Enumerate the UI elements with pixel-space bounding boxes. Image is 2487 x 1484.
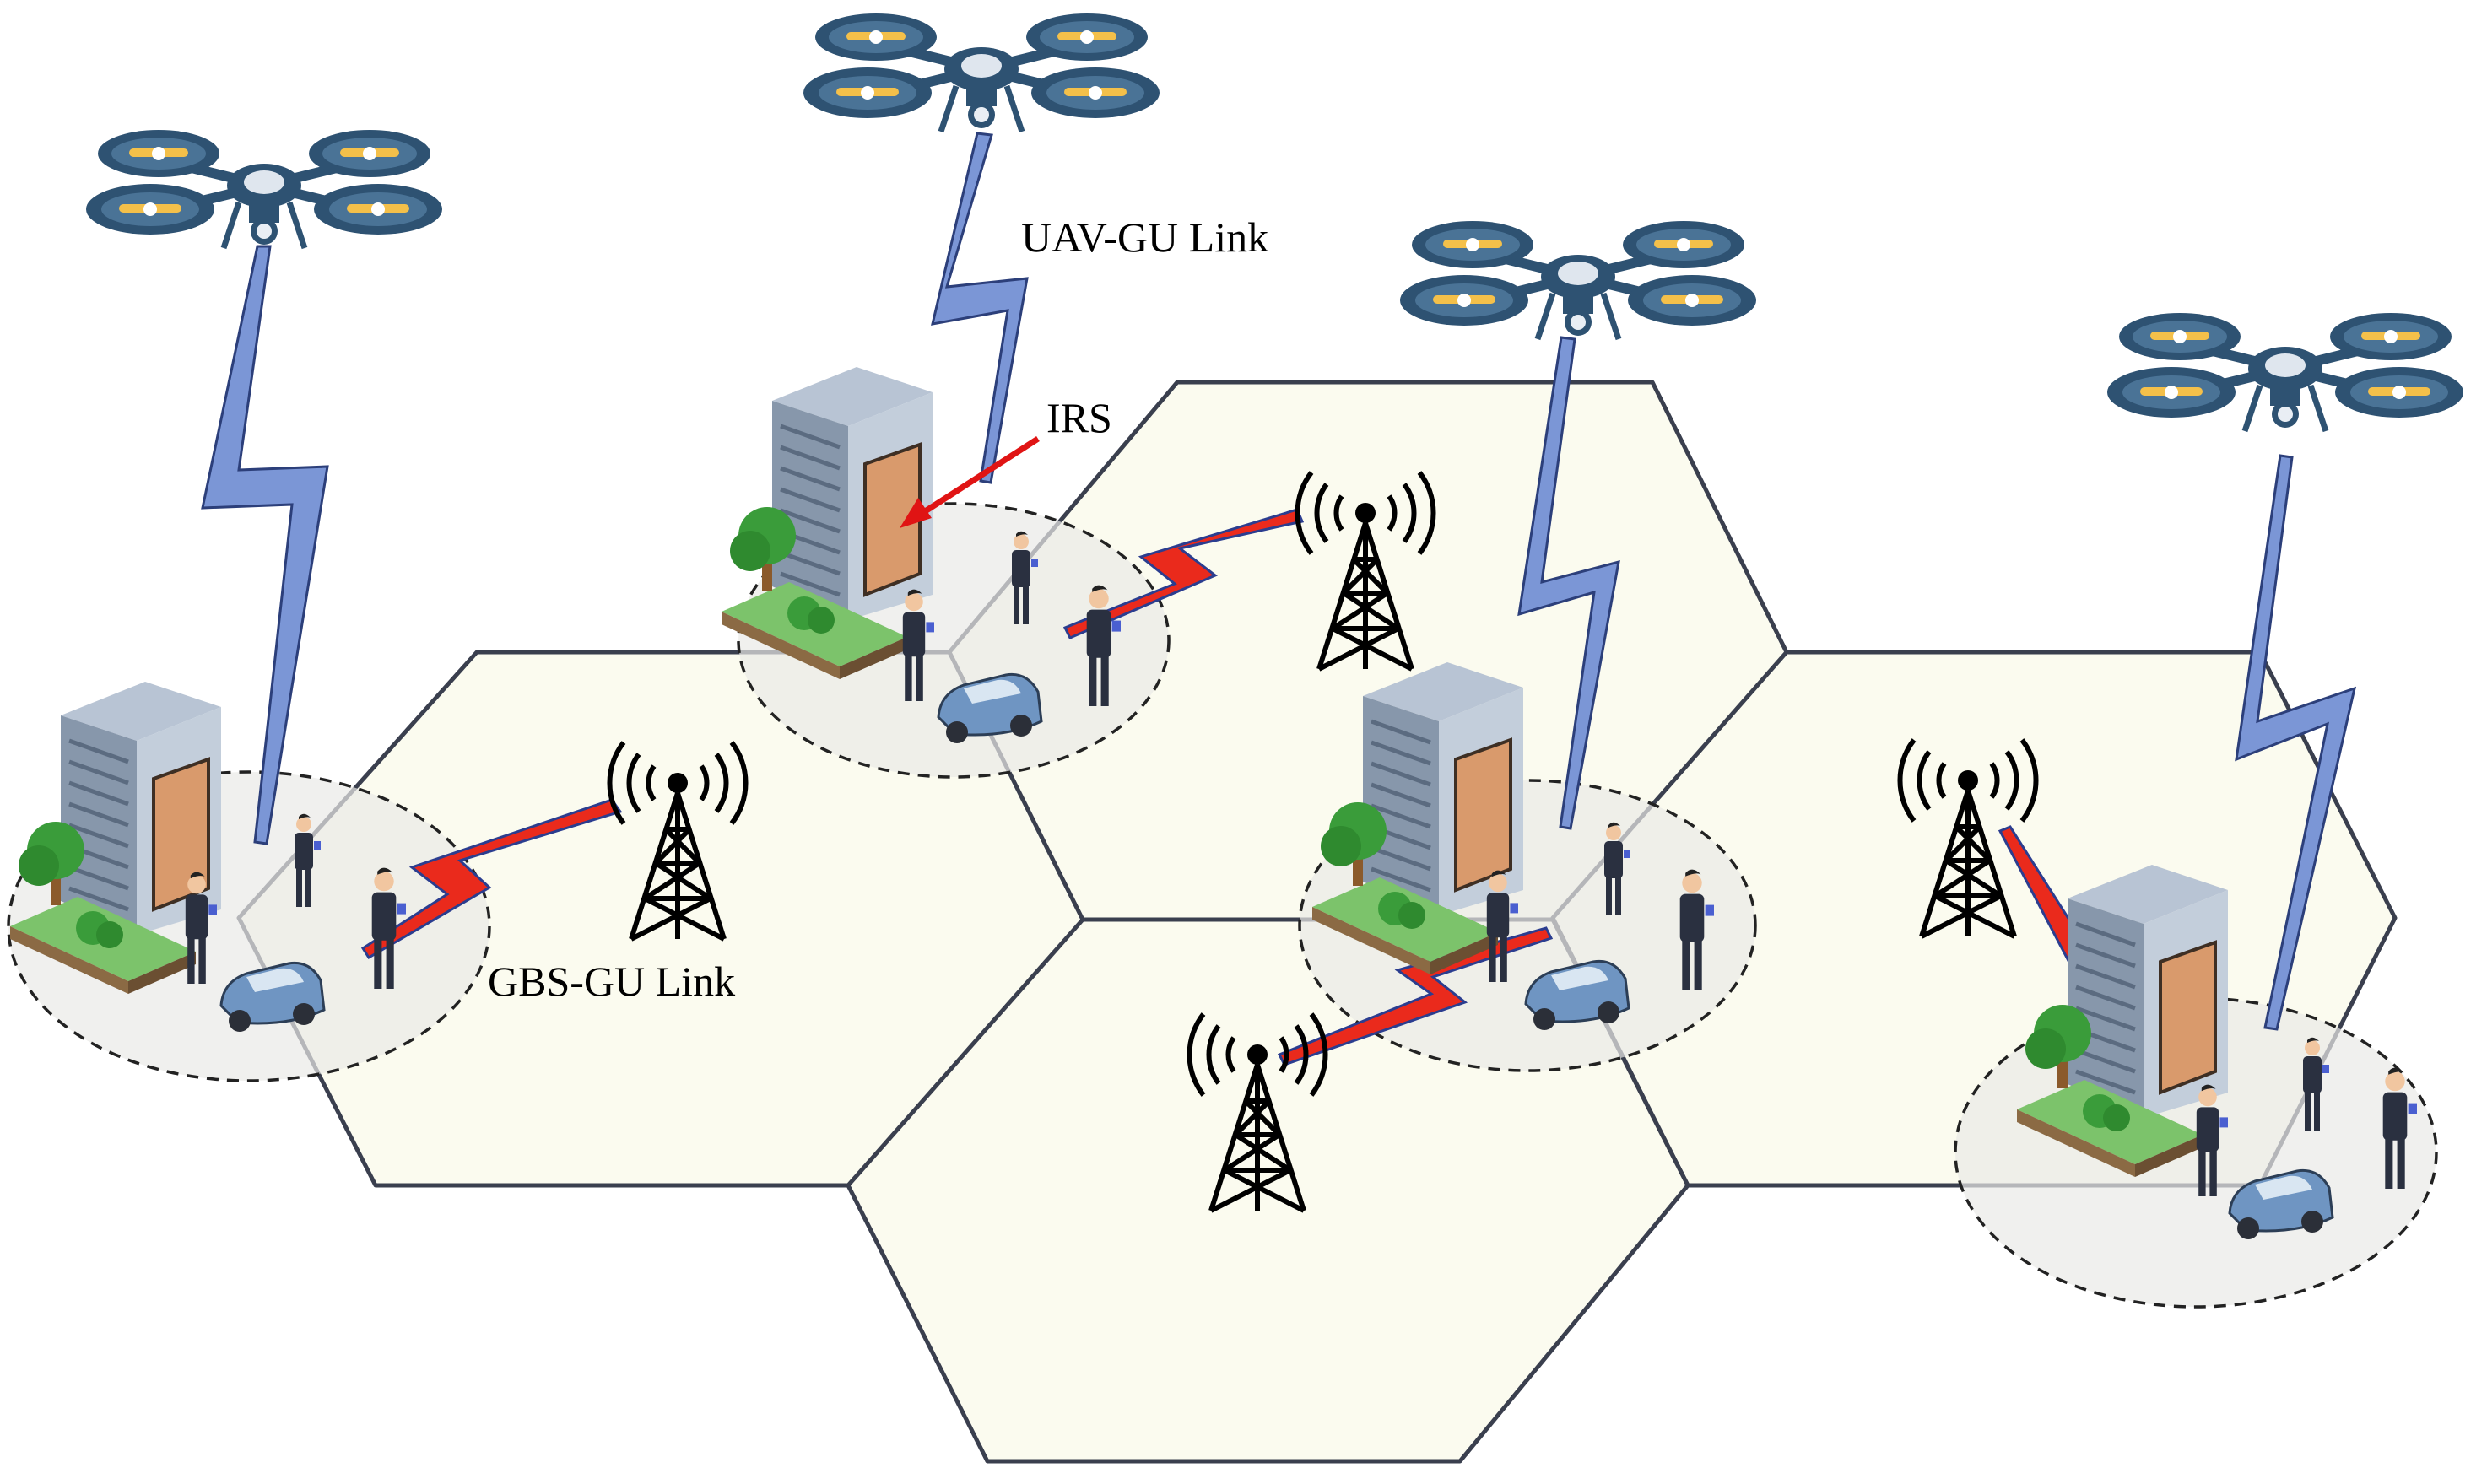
irs-label: IRS bbox=[1046, 394, 1112, 441]
irs-arrow bbox=[900, 436, 1040, 528]
uav-link-1 bbox=[201, 245, 329, 845]
uav-link-2 bbox=[931, 132, 1029, 484]
uav-icon-4 bbox=[2107, 313, 2463, 431]
uav-icon-3 bbox=[1400, 221, 1756, 339]
gbs-link-1 bbox=[360, 798, 623, 960]
uav-icon-1 bbox=[86, 130, 442, 248]
gbs-link-3 bbox=[1277, 926, 1554, 1066]
gbs-gu-link-label: GBS-GU Link bbox=[488, 958, 735, 1005]
uav-gu-link-label: UAV-GU Link bbox=[1021, 213, 1268, 261]
gbs-link-2 bbox=[1062, 508, 1305, 639]
uav-link-4 bbox=[2235, 454, 2357, 1031]
uav-link-3 bbox=[1517, 336, 1620, 830]
uav-icon-2 bbox=[803, 13, 1160, 132]
uav-gu-links bbox=[201, 132, 2357, 1031]
